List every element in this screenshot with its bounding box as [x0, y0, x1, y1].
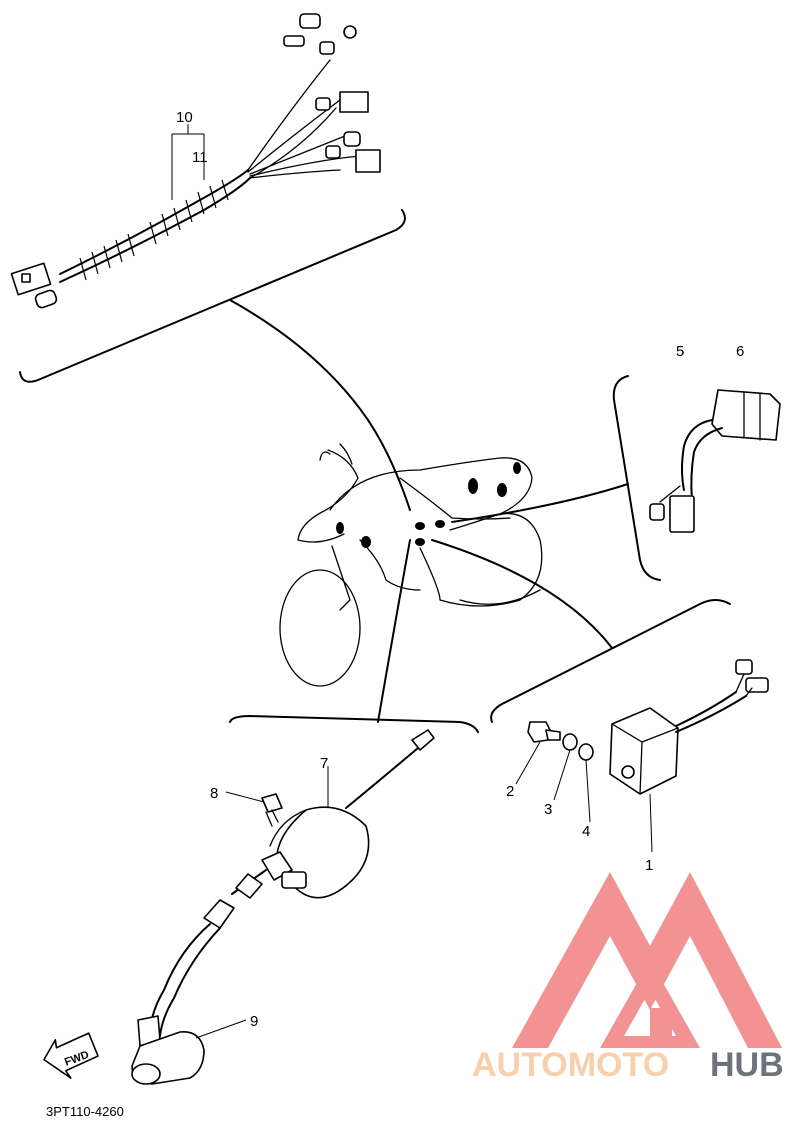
- watermark-text-dark: HUB: [710, 1046, 784, 1084]
- relay-leader-line: [451, 483, 629, 523]
- callout-7: 7: [320, 755, 328, 772]
- callout-9: 9: [250, 1013, 258, 1030]
- diagram-part-code: 3PT110-4260: [46, 1104, 124, 1119]
- callout-11: 11: [192, 149, 208, 166]
- relay-panel-border: [612, 375, 661, 581]
- wire-harness-assembly: [10, 13, 381, 309]
- harness-panel-border: [19, 209, 406, 383]
- starter-relay-assembly: [649, 389, 781, 533]
- cdi-unit-assembly: [515, 659, 769, 853]
- motorcycle-location-outline: [279, 443, 543, 687]
- automotohub-logo: AUTOMOTO HUB: [472, 872, 784, 1084]
- ignition-coil-assembly: [131, 729, 435, 1085]
- callout-6: 6: [736, 343, 744, 360]
- watermark-text-light: AUTOMOTO: [472, 1046, 669, 1084]
- watermark-triangle-mark: [512, 872, 782, 1048]
- callout-10: 10: [176, 109, 193, 126]
- harness-leader-line: [229, 299, 411, 511]
- callout-1: 1: [645, 857, 653, 874]
- cdi-leader-line: [431, 539, 613, 649]
- forward-direction-arrow: FWD: [43, 1032, 99, 1079]
- callout-8: 8: [210, 785, 218, 802]
- callout-3: 3: [544, 801, 552, 818]
- callout-5: 5: [676, 343, 684, 360]
- callout-2: 2: [506, 783, 514, 800]
- coil-leader-line: [377, 539, 411, 723]
- coil-panel-border: [229, 715, 479, 733]
- cdi-panel-border: [490, 599, 731, 723]
- callout-4: 4: [582, 823, 590, 840]
